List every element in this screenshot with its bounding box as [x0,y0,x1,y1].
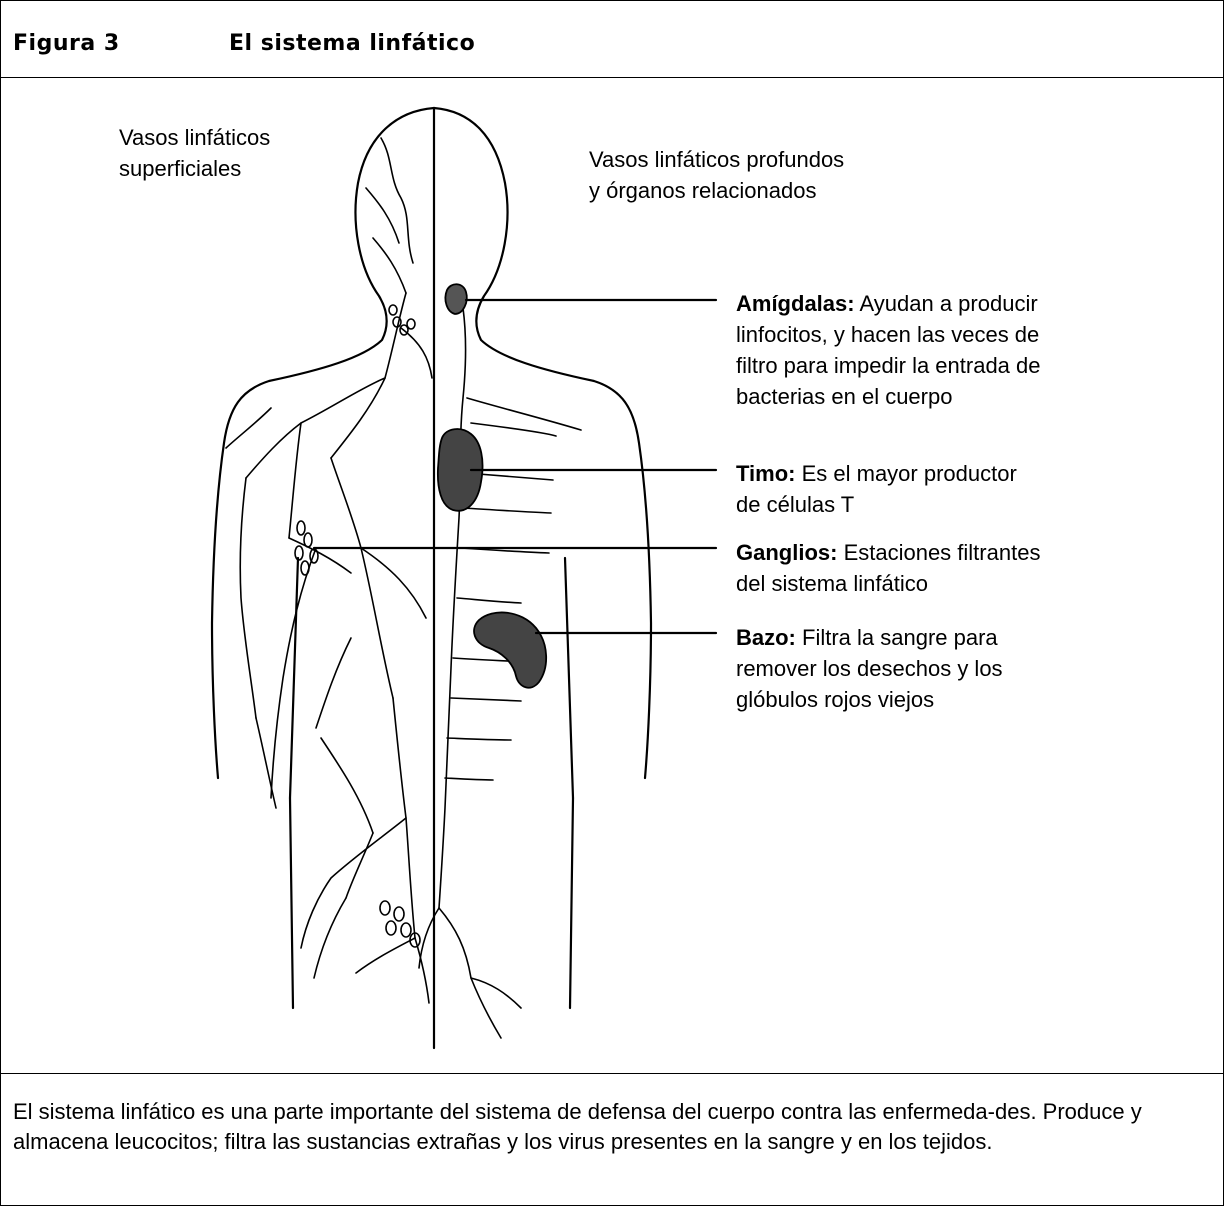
superficial-vessels-label-line: Vasos linfáticos [119,122,270,153]
callout-line: bacterias en el cuerpo [736,381,1041,412]
callout-line: Amígdalas: Ayudan a producir [736,288,1041,319]
callout-line: linfocitos, y hacen las veces de [736,319,1041,350]
callout-bazo: Bazo: Filtra la sangre para remover los … [736,622,1003,715]
callout-line: Timo: Es el mayor productor [736,458,1017,489]
callout-term: Timo: [736,461,795,486]
leg-right-outline [570,798,573,1008]
callout-text: Estaciones filtrantes [837,540,1040,565]
figure-number: Figura 3 [13,31,120,56]
leg-left-outline [290,798,293,1008]
callout-line: Bazo: Filtra la sangre para [736,622,1003,653]
figure-caption: El sistema linfático es una parte import… [13,1097,1203,1157]
tonsil-organ [445,284,466,314]
callout-line: remover los desechos y los [736,653,1003,684]
deep-vessels-label: Vasos linfáticos profundos y órganos rel… [589,144,844,206]
callout-text: Filtra la sangre para [796,625,998,650]
callout-line: glóbulos rojos viejos [736,684,1003,715]
callout-amigdalas: Amígdalas: Ayudan a producir linfocitos,… [736,288,1041,412]
body-inner-arm-right [565,558,573,798]
body-inner-arm-left [290,558,298,798]
diagram-area: Vasos linfáticos superficiales Vasos lin… [1,78,1223,1074]
figure-title: El sistema linfático [229,31,475,56]
callout-timo: Timo: Es el mayor productor de células T [736,458,1017,520]
callout-term: Amígdalas: [736,291,855,316]
callout-line: de células T [736,489,1017,520]
callout-line: filtro para impedir la entrada de [736,350,1041,381]
callout-ganglios: Ganglios: Estaciones filtrantes del sist… [736,537,1040,599]
superficial-vessels-label: Vasos linfáticos superficiales [119,122,270,184]
deep-vessels [419,308,581,1038]
deep-vessels-label-line: y órganos relacionados [589,175,844,206]
callout-text: Es el mayor productor [795,461,1016,486]
body-outline-left [212,108,434,778]
callout-line: del sistema linfático [736,568,1040,599]
superficial-vessels-label-line: superficiales [119,153,270,184]
callout-term: Ganglios: [736,540,837,565]
spleen-organ [474,612,546,687]
deep-vessels-label-line: Vasos linfáticos profundos [589,144,844,175]
callout-line: Ganglios: Estaciones filtrantes [736,537,1040,568]
figure-header: Figura 3 El sistema linfático [1,1,1223,78]
callout-term: Bazo: [736,625,796,650]
callout-leader-lines [314,300,716,633]
superficial-vessels [226,138,432,1003]
callout-text: Ayudan a producir [855,291,1038,316]
